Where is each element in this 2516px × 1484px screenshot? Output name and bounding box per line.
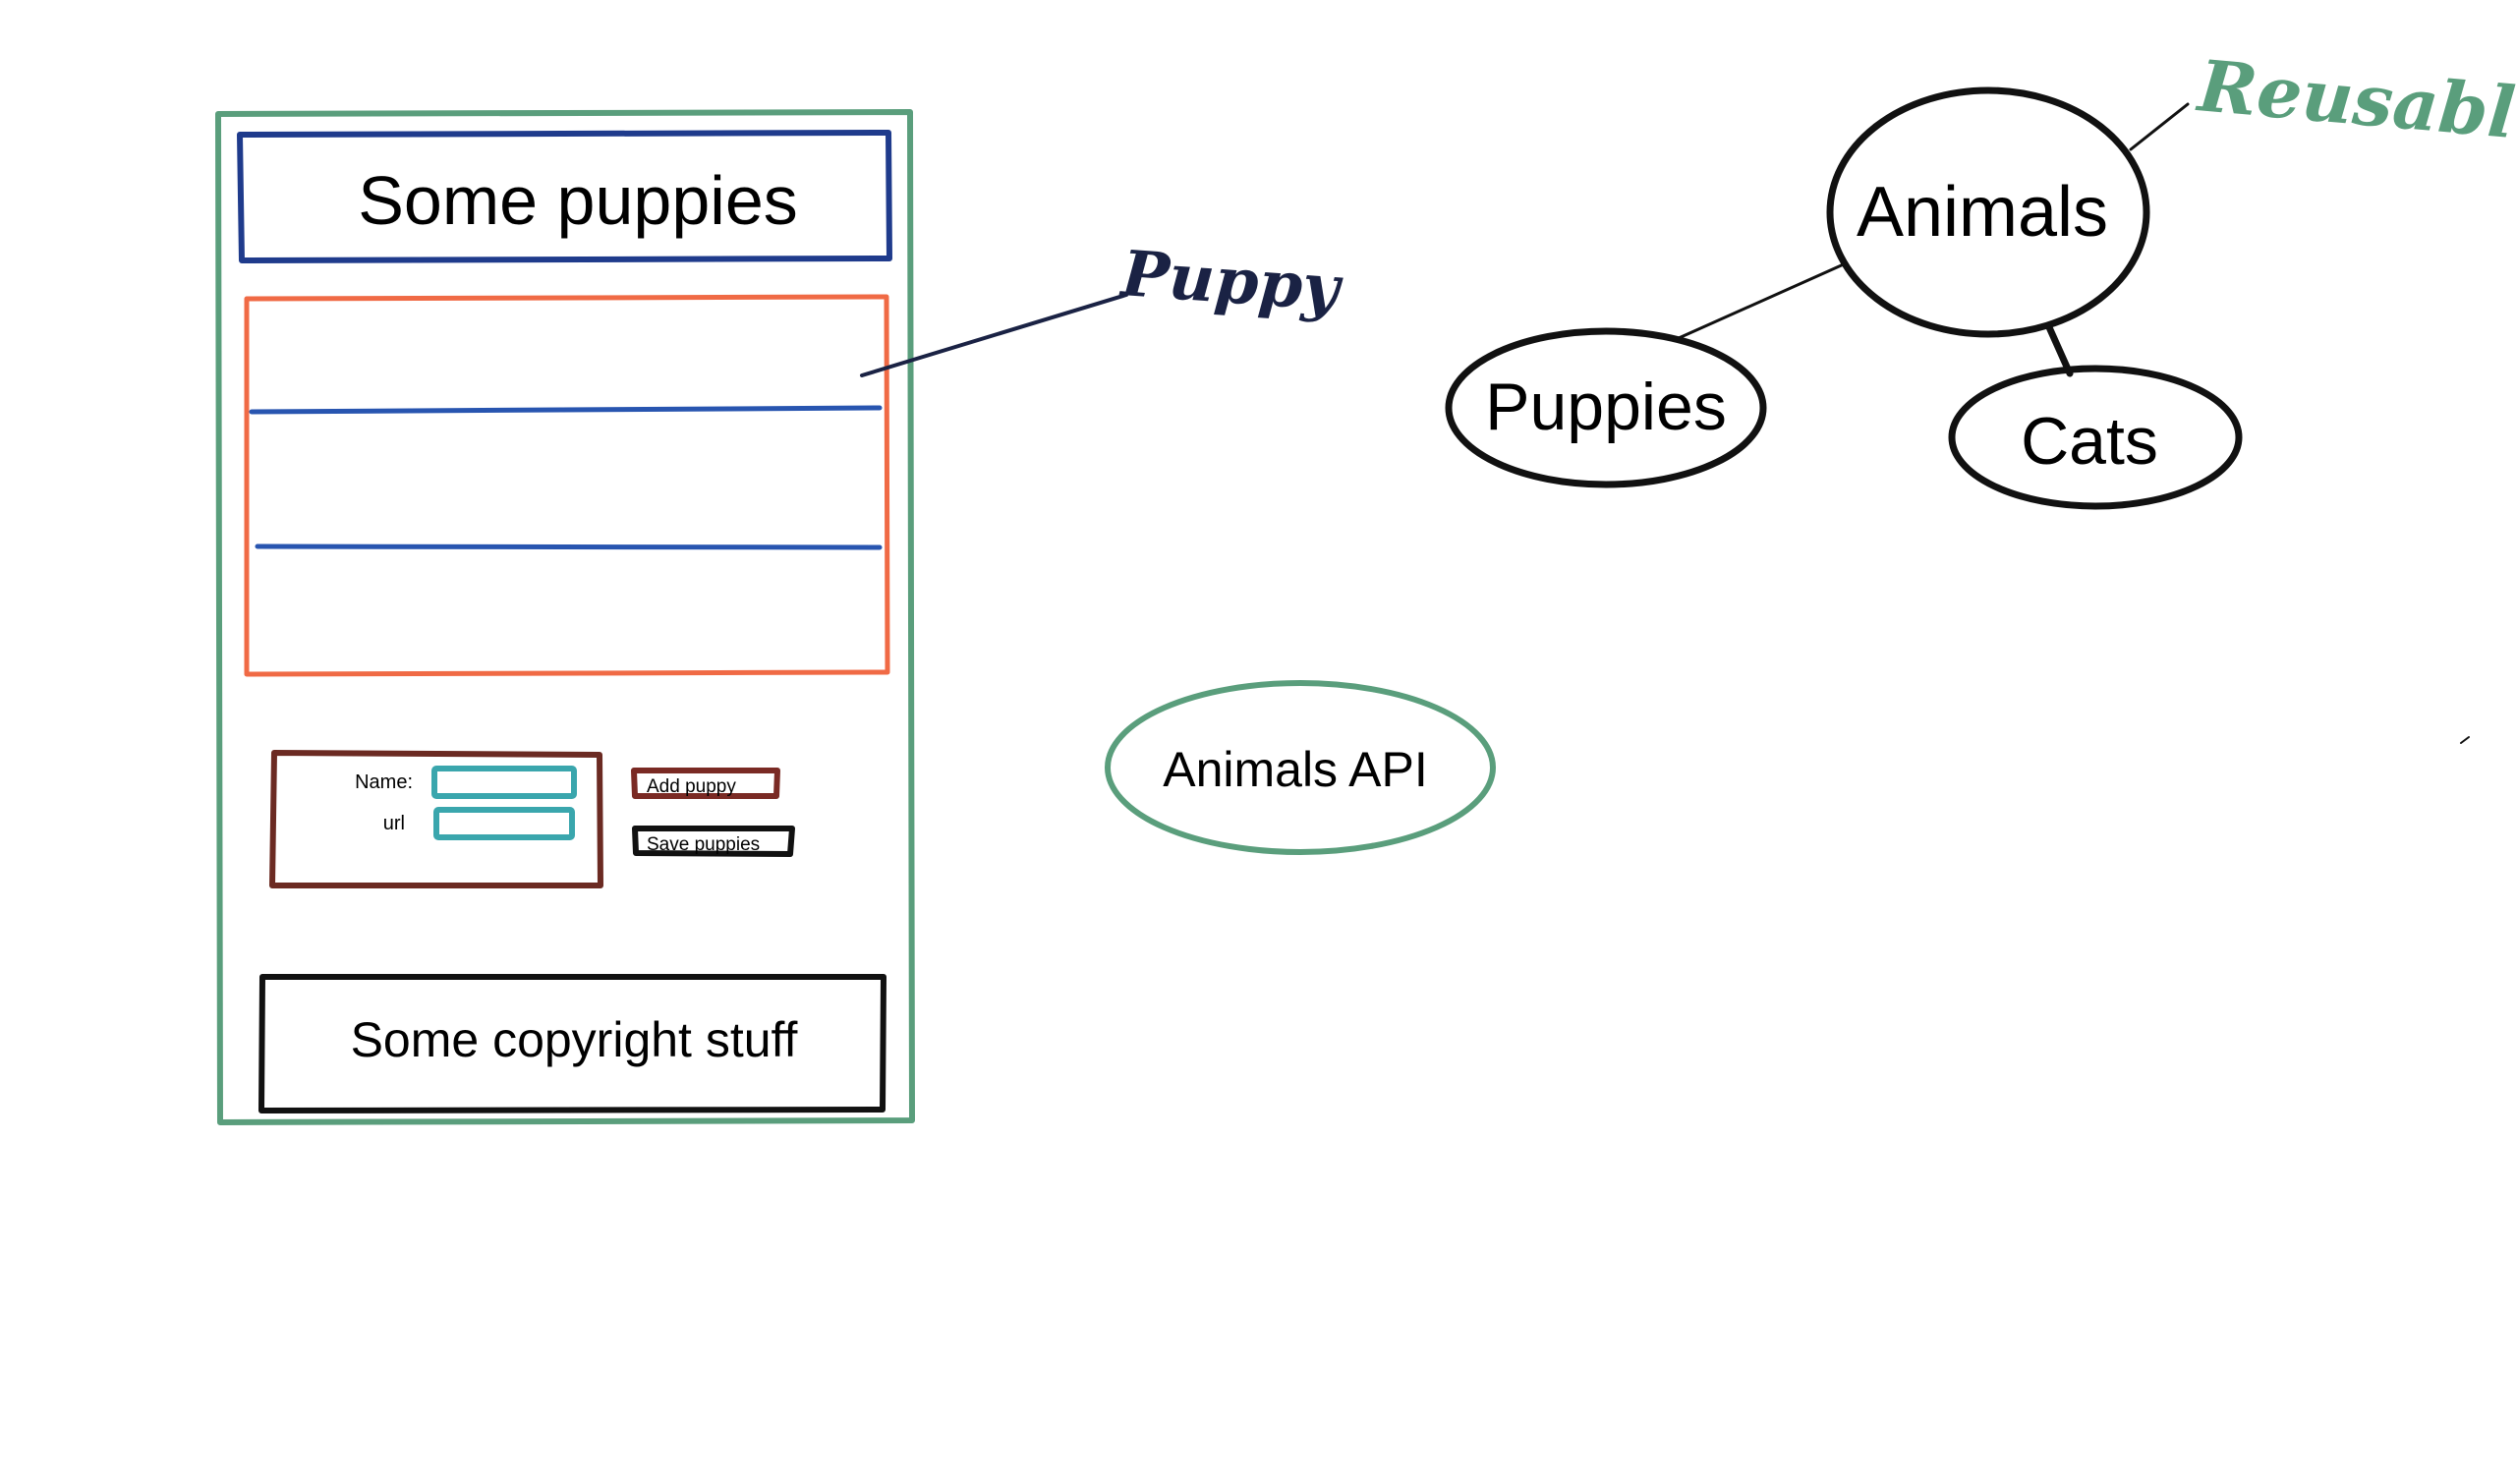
footer-box: Some copyright stuff (258, 974, 886, 1113)
node-cats: Cats (1948, 365, 2243, 510)
header-title: Some puppies (358, 162, 798, 239)
name-label: Name: (355, 771, 413, 793)
name-input[interactable] (431, 766, 577, 799)
url-label: url (383, 813, 405, 834)
save-puppies-button[interactable]: Save puppies (632, 826, 795, 857)
node-cats-label: Cats (2021, 404, 2158, 479)
add-puppy-button-outline (631, 768, 780, 799)
node-cats-outline (1948, 365, 2243, 510)
footer-text: Some copyright stuff (351, 1012, 798, 1067)
connector-animals-puppies (1677, 261, 1848, 340)
node-puppies-label: Puppies (1485, 370, 1727, 444)
animals-api-label: Animals API (1163, 742, 1428, 797)
page-mockup: Some puppies Name: url Add puppy Save pu… (215, 109, 915, 1125)
save-puppies-button-label: Save puppies (647, 834, 760, 855)
header-outline (237, 130, 892, 263)
list-outline (244, 294, 890, 677)
puppy-list (244, 294, 890, 677)
stray-mark (2460, 736, 2470, 744)
node-animals: Animals (1826, 86, 2150, 338)
node-animals-label: Animals (1857, 173, 2108, 252)
form-outline (269, 750, 603, 888)
list-divider-2 (255, 543, 883, 550)
connector-animals-cats (2045, 323, 2074, 377)
node-animals-outline (1826, 86, 2150, 338)
puppy-annotation: Puppy (860, 237, 1345, 377)
node-puppies-outline (1445, 327, 1767, 488)
page-outline (215, 109, 915, 1125)
reusable-annotation: Reusable (2194, 43, 2516, 158)
connector-reusable (2129, 102, 2190, 151)
puppy-form: Name: url (269, 750, 603, 888)
save-puppies-button-outline (632, 826, 795, 857)
animals-api: Animals API (1105, 680, 1496, 855)
animals-api-outline (1105, 680, 1496, 855)
add-puppy-button-label: Add puppy (647, 776, 736, 797)
list-divider-1 (249, 405, 883, 415)
add-puppy-button[interactable]: Add puppy (631, 768, 780, 799)
puppy-annotation-text: Puppy (1117, 237, 1345, 326)
url-input[interactable] (433, 807, 575, 840)
footer-outline (258, 974, 886, 1113)
component-tree: Animals Puppies Cats Reusable (1445, 43, 2516, 510)
node-puppies: Puppies (1445, 327, 1767, 488)
puppy-annotation-leader (860, 293, 1128, 377)
header-box: Some puppies (237, 130, 892, 263)
